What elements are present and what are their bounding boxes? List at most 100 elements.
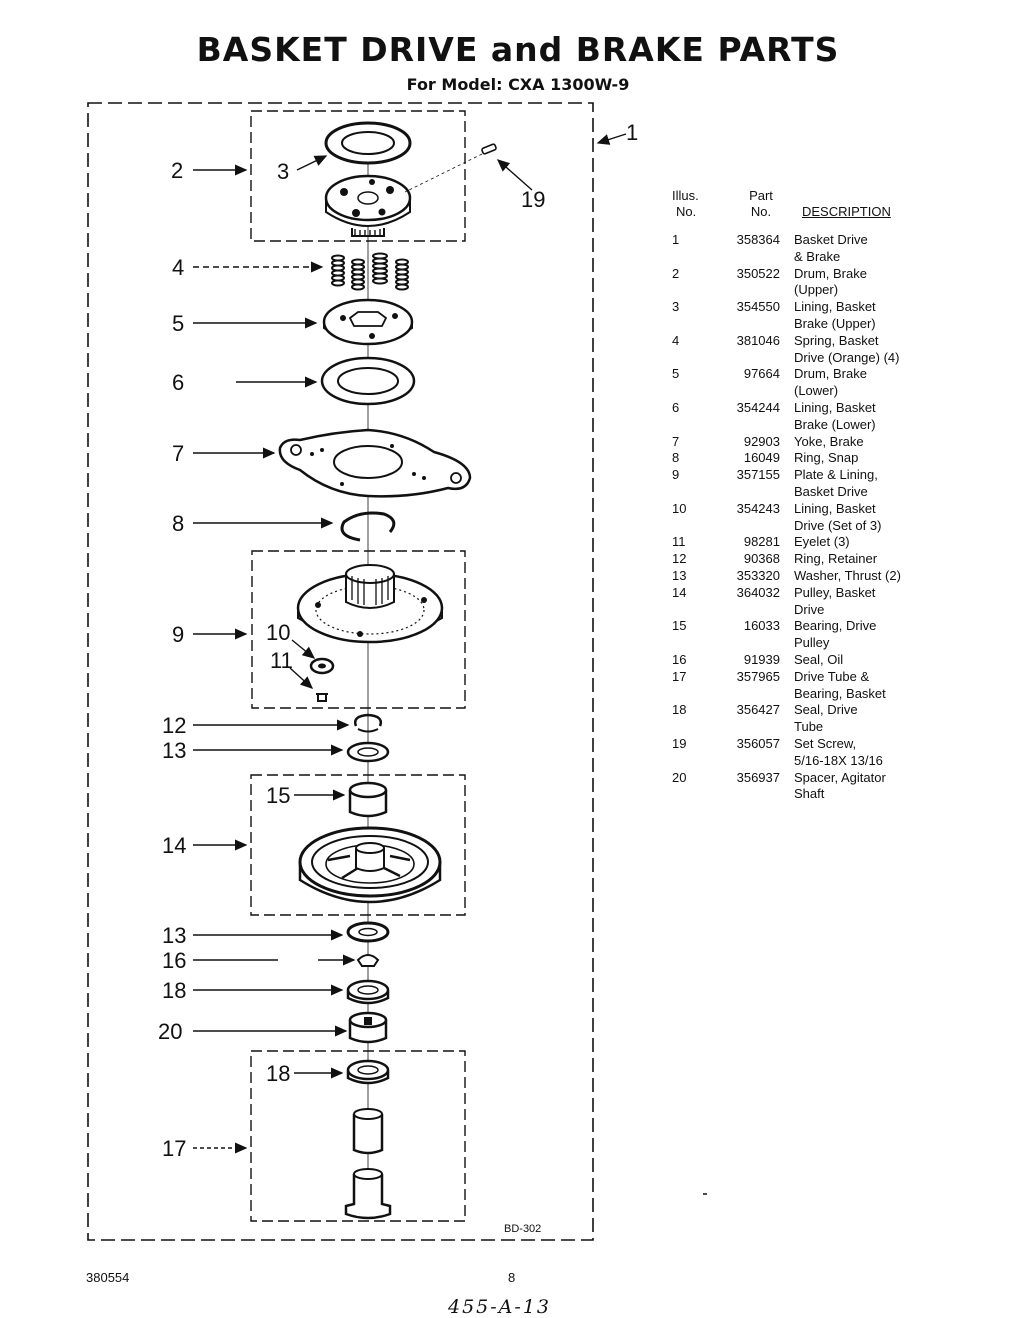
- part-description: Basket Drive& Brake: [794, 232, 942, 266]
- description-line: Drum, Brake: [794, 366, 867, 382]
- part-number: 354243: [736, 500, 780, 516]
- description-line: Lining, Basket: [794, 299, 876, 315]
- callout-15: 15: [266, 783, 290, 808]
- callout-16: 16: [162, 948, 186, 973]
- part-10-lining: [309, 657, 335, 675]
- illus-number: 14: [672, 584, 687, 600]
- model-subtitle: For Model: CXA 1300W-9: [406, 75, 630, 94]
- part-12-retainer-ring: [354, 713, 382, 733]
- callout-4: 4: [172, 255, 184, 280]
- parts-row: 1 358364 Basket Drive& Brake: [672, 232, 942, 266]
- page-number: 8: [508, 1270, 516, 1285]
- part-description: Drive Tube &Bearing, Basket: [794, 669, 942, 703]
- description-line: Lining, Basket: [794, 399, 876, 415]
- part-13-thrust-washer-upper: [346, 741, 390, 763]
- part-number: 357155: [736, 467, 780, 483]
- illus-number: 12: [672, 551, 687, 567]
- part-number: 364032: [736, 584, 780, 600]
- parts-list-header: Illus. No. Part No. DESCRIPTION: [672, 188, 942, 220]
- illus-number: 1: [672, 232, 680, 247]
- part-number: 92903: [743, 433, 780, 449]
- callout-13-lower: 13: [162, 923, 186, 948]
- illus-number: 10: [672, 500, 687, 516]
- header-illus: Illus.: [672, 188, 699, 203]
- illus-number: 4: [672, 332, 680, 348]
- callout-1: 1: [626, 120, 638, 145]
- callout-10: 10: [266, 620, 290, 645]
- illus-number: 11: [672, 534, 686, 550]
- description-line: (Lower): [794, 383, 839, 399]
- callout-7: 7: [172, 441, 184, 466]
- part-17-drive-tube: [344, 1108, 392, 1220]
- part-number: 350522: [736, 265, 780, 281]
- description-line: (Upper): [794, 282, 839, 298]
- document-number: 380554: [86, 1270, 130, 1285]
- part-8-snap-ring: [340, 511, 396, 542]
- part-number: 16049: [743, 450, 780, 466]
- part-18-drive-tube-seal-upper: [346, 979, 390, 1005]
- part-16-oil-seal: [356, 954, 380, 967]
- part-11-eyelet: [316, 693, 328, 702]
- illus-number: 9: [672, 467, 680, 483]
- group-box-plate: [251, 550, 466, 709]
- part-number: 381046: [736, 332, 780, 348]
- description-line: 5/16-18X 13/16: [794, 752, 883, 768]
- group-box-drum: [250, 110, 466, 242]
- leader-lines: [193, 133, 627, 1154]
- part-number: 358364: [736, 232, 780, 247]
- description-line: Spring, Basket: [794, 332, 879, 348]
- illus-number: 19: [672, 735, 687, 751]
- group-box-tube: [250, 1050, 466, 1222]
- description-line: Drive Tube &: [794, 668, 870, 684]
- header-illus-no: No.: [676, 204, 697, 219]
- callout-13-upper: 13: [162, 738, 186, 763]
- part-2-drum-upper: [324, 174, 412, 237]
- illus-number: 16: [672, 651, 687, 667]
- description-line: Bearing, Basket: [794, 685, 886, 701]
- group-box-pulley: [250, 774, 466, 916]
- part-18-drive-tube-seal-lower: [346, 1059, 390, 1085]
- part-9-plate-lining: [296, 564, 444, 644]
- part-number: 354244: [736, 399, 780, 415]
- header-description: DESCRIPTION: [802, 204, 891, 219]
- callout-18-upper: 18: [162, 978, 186, 1003]
- part-number: 357965: [736, 668, 780, 684]
- illus-number: 8: [672, 450, 680, 466]
- description-line: Spacer, Agitator: [794, 769, 886, 785]
- part-number: 353320: [736, 567, 780, 583]
- part-description: Set Screw,5/16-18X 13/16: [794, 736, 942, 770]
- part-15-bearing: [348, 781, 388, 818]
- part-description: Yoke, Brake: [794, 434, 942, 451]
- part-13-thrust-washer-lower: [346, 921, 390, 943]
- description-line: Yoke, Brake: [794, 433, 864, 449]
- callout-9: 9: [172, 622, 184, 647]
- part-19-set-screw: [404, 143, 497, 193]
- callout-8: 8: [172, 511, 184, 536]
- part-description: Seal, Oil: [794, 652, 942, 669]
- description-line: Shaft: [794, 786, 825, 802]
- description-line: Plate & Lining,: [794, 467, 878, 483]
- description-line: Bearing, Drive: [794, 618, 877, 634]
- handwritten-note: 455-A-13: [448, 1296, 552, 1318]
- part-number: 97664: [743, 366, 780, 382]
- part-number: 354550: [736, 299, 780, 315]
- callout-17: 17: [162, 1136, 186, 1161]
- callout-19: 19: [521, 187, 545, 212]
- callout-2: 2: [171, 158, 183, 183]
